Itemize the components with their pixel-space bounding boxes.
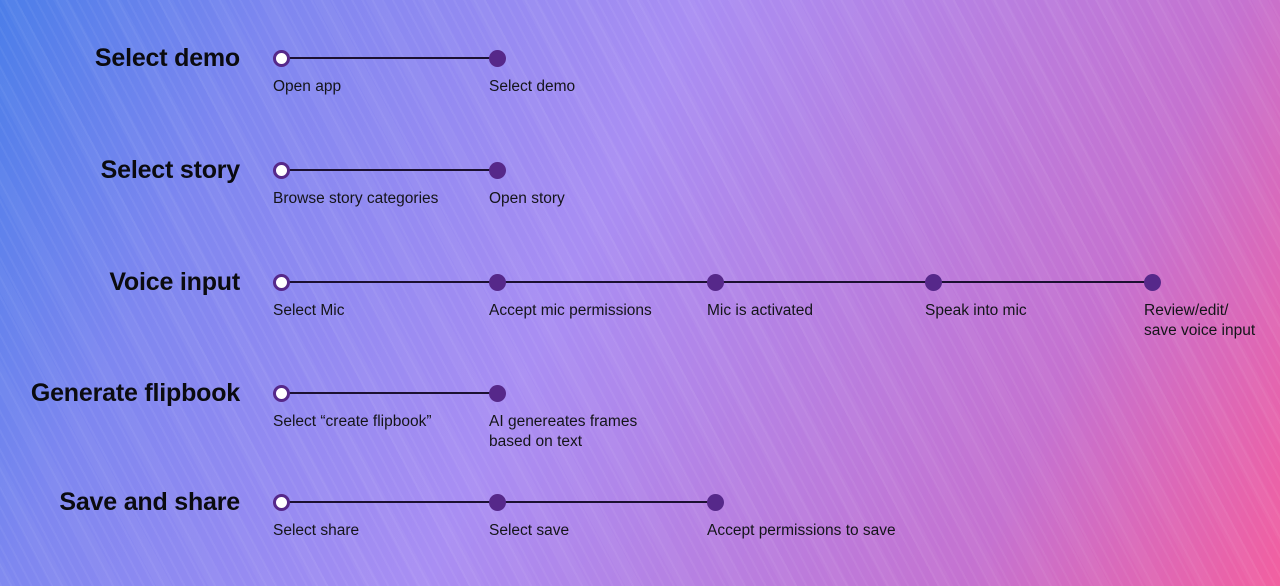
step-label: Accept mic permissions xyxy=(489,302,652,319)
open-circle-marker xyxy=(272,493,290,511)
step-label: Accept permissions to save xyxy=(707,522,896,539)
step-label: Select Mic xyxy=(273,302,345,319)
flow-row-title: Select story xyxy=(100,156,241,184)
flow-line xyxy=(281,57,497,59)
filled-dot-marker xyxy=(488,273,506,291)
step-label: Select save xyxy=(489,522,570,539)
filled-dot-marker xyxy=(488,49,506,67)
flow-row-title: Voice input xyxy=(109,268,240,296)
filled-dot-marker xyxy=(924,273,942,291)
step-label: Review/edit/ save voice input xyxy=(1144,302,1256,339)
filled-dot-marker xyxy=(488,493,506,511)
step-label: Mic is activated xyxy=(707,302,813,319)
filled-dot-marker xyxy=(706,273,724,291)
filled-dot-marker xyxy=(488,161,506,179)
step-label: Select share xyxy=(273,522,360,539)
flow-line xyxy=(281,392,497,394)
flow-row-title: Select demo xyxy=(94,44,240,72)
step-label: AI genereates frames based on text xyxy=(489,413,638,450)
open-circle-marker xyxy=(272,161,290,179)
flow-row-title: Save and share xyxy=(59,488,240,516)
step-label: Select demo xyxy=(489,78,576,95)
open-circle-marker xyxy=(272,384,290,402)
open-circle-marker xyxy=(272,273,290,291)
open-circle-marker xyxy=(272,49,290,67)
filled-dot-marker xyxy=(706,493,724,511)
step-label: Speak into mic xyxy=(925,302,1027,319)
step-label: Open story xyxy=(489,190,565,207)
flow-line xyxy=(281,169,497,171)
filled-dot-marker xyxy=(1143,273,1161,291)
flow-row-title: Generate flipbook xyxy=(30,379,240,407)
step-label: Select “create flipbook” xyxy=(273,413,432,430)
filled-dot-marker xyxy=(488,384,506,402)
step-label: Open app xyxy=(273,78,342,95)
step-label: Browse story categories xyxy=(273,190,439,207)
